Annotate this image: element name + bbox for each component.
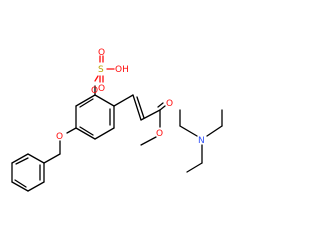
structure-diagram: O S O O OH O xyxy=(11,48,223,192)
n-ethyl-right-bond xyxy=(206,125,223,137)
methyl-acrylate-chain: O O xyxy=(113,94,173,146)
central-benzene-ring xyxy=(75,94,115,140)
benzyl-ether-oxygen-label: O xyxy=(56,132,63,142)
amine-nitrogen-label: N xyxy=(198,136,205,146)
o-methyl-bond xyxy=(140,136,157,146)
vinyl-carbonyl-bond xyxy=(140,109,161,121)
ester-carbonyl-oxygen-label: O xyxy=(166,99,173,109)
carbonyl-bond-inner xyxy=(157,102,164,108)
benzyl-ether-group: O xyxy=(43,127,77,164)
aryl-vinyl-bond xyxy=(113,94,134,107)
vinyl-double-bond-inner xyxy=(136,96,145,119)
ring-bond xyxy=(27,181,45,192)
ester-methoxy-oxygen-label: O xyxy=(156,129,163,139)
ring-bond xyxy=(94,127,115,140)
ring-bond xyxy=(11,181,29,192)
ring-double-bond xyxy=(15,157,29,165)
aryl-o-bond xyxy=(66,127,77,134)
ring-bond xyxy=(11,153,29,164)
aryl-sulfate-oxygen-label: O xyxy=(91,86,98,96)
n-ethyl-left-bond xyxy=(179,125,198,137)
ring-bond xyxy=(94,94,115,107)
ethyl-bottom-bond xyxy=(186,162,203,173)
vinyl-double-bond xyxy=(132,94,142,121)
o-s-bond xyxy=(94,75,99,82)
carbonyl-bond xyxy=(159,105,166,111)
sulfur-label: S xyxy=(98,65,104,75)
triethylamine: N xyxy=(179,109,223,173)
sulfonyl-oxygen-top-label: O xyxy=(98,48,105,58)
ch2-phenyl-bond xyxy=(43,153,61,164)
ring-bond xyxy=(75,127,96,140)
hydroxyl-label: OH xyxy=(115,65,129,75)
sulfate-group: O S O O OH xyxy=(91,48,129,96)
phenyl-ring xyxy=(11,153,45,192)
ring-double-bond xyxy=(14,179,27,188)
sulfonyl-oxygen-bottom-label: O xyxy=(98,84,105,94)
ring-double-bond xyxy=(79,98,94,108)
ring-bond xyxy=(27,153,45,164)
ring-bond xyxy=(75,94,96,107)
ring-double-bond xyxy=(79,126,94,136)
molecule-drawing: O S O O OH O xyxy=(11,48,223,192)
